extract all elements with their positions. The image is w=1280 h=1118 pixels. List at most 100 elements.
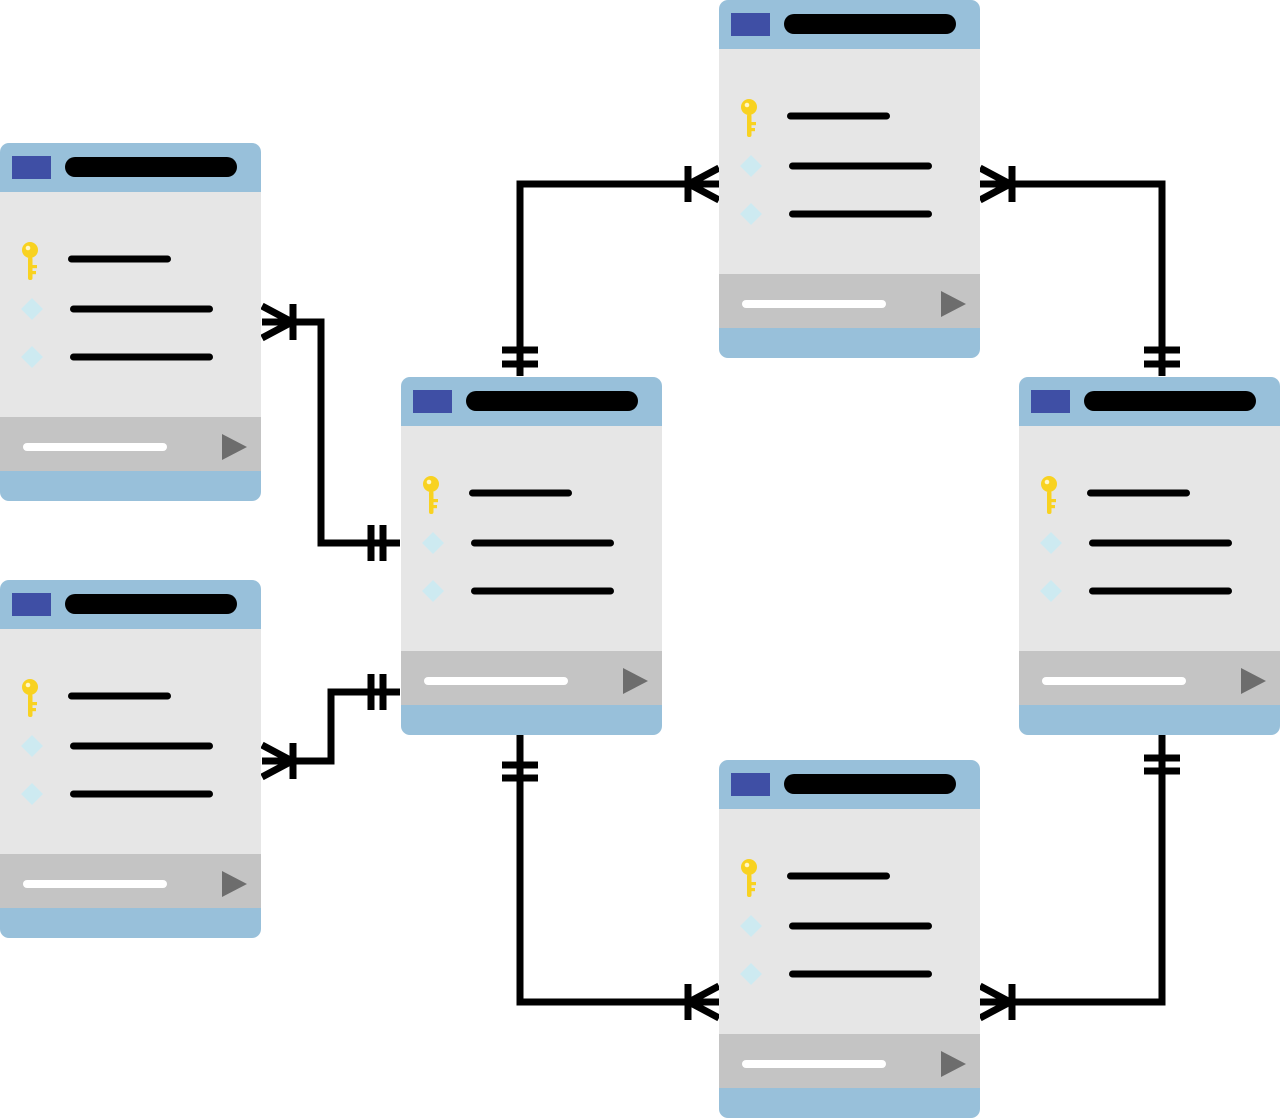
diamond-icon xyxy=(21,735,43,757)
one-or-many-marker xyxy=(687,998,721,1022)
table-title-bar xyxy=(466,391,638,411)
table-title-bar xyxy=(65,157,237,177)
one-or-many-marker xyxy=(687,164,721,188)
one-or-many-marker xyxy=(260,757,294,781)
table-field-row xyxy=(422,532,614,554)
field-line xyxy=(1089,539,1232,547)
one-or-many-marker xyxy=(978,982,1012,1006)
table-field-row xyxy=(740,155,932,177)
table-field-row xyxy=(423,476,572,514)
table-badge xyxy=(731,13,770,36)
key-icon xyxy=(22,242,38,280)
table-right xyxy=(1019,377,1280,735)
table-badge xyxy=(1031,390,1070,413)
field-line xyxy=(789,970,932,978)
connector-right-bottom-right xyxy=(980,735,1166,1006)
table-top-right xyxy=(719,0,980,358)
table-title-bar xyxy=(65,594,237,614)
table-badge xyxy=(12,156,51,179)
field-line xyxy=(469,489,572,497)
connector-center-left-bottom xyxy=(262,688,400,765)
relationship-connectors xyxy=(260,164,1180,1022)
field-line xyxy=(787,112,890,120)
diamond-icon xyxy=(1040,580,1062,602)
footer-line xyxy=(742,300,886,308)
footer-line xyxy=(424,677,568,685)
one-or-many-marker xyxy=(978,164,1012,188)
table-body xyxy=(401,426,662,651)
one-or-many-marker xyxy=(687,180,721,204)
table-left-top xyxy=(0,143,261,501)
field-line xyxy=(70,742,213,750)
table-title-bar xyxy=(1084,391,1256,411)
one-or-many-marker xyxy=(978,180,1012,204)
table-field-row xyxy=(740,203,932,225)
table-bottom-right xyxy=(719,760,980,1118)
table-body xyxy=(0,629,261,854)
play-icon[interactable] xyxy=(222,871,247,897)
table-field-row xyxy=(1040,532,1232,554)
footer-line xyxy=(23,880,167,888)
table-field-row xyxy=(21,735,213,757)
one-or-many-marker xyxy=(260,318,294,342)
table-badge xyxy=(731,773,770,796)
footer-line xyxy=(742,1060,886,1068)
table-body xyxy=(719,49,980,274)
play-icon[interactable] xyxy=(941,1051,966,1077)
diamond-icon xyxy=(21,783,43,805)
table-title-bar xyxy=(784,14,956,34)
field-line xyxy=(1089,587,1232,595)
table-badge xyxy=(12,593,51,616)
table-body xyxy=(719,809,980,1034)
field-line xyxy=(787,872,890,880)
table-body xyxy=(0,192,261,417)
field-line xyxy=(70,790,213,798)
field-line xyxy=(471,539,614,547)
connector-center-top-right xyxy=(516,180,719,376)
connector-center-bottom-right xyxy=(516,735,719,1006)
one-or-many-marker xyxy=(260,302,294,326)
field-line xyxy=(70,305,213,313)
table-field-row xyxy=(22,679,171,717)
diamond-icon xyxy=(422,532,444,554)
one-or-many-marker xyxy=(687,982,721,1006)
play-icon[interactable] xyxy=(623,668,648,694)
table-left-bottom xyxy=(0,580,261,938)
key-icon xyxy=(22,679,38,717)
table-field-row xyxy=(740,963,932,985)
table-field-row xyxy=(21,346,213,368)
diamond-icon xyxy=(21,298,43,320)
field-line xyxy=(68,255,171,263)
play-icon[interactable] xyxy=(222,434,247,460)
field-line xyxy=(789,210,932,218)
field-line xyxy=(789,162,932,170)
footer-line xyxy=(23,443,167,451)
footer-line xyxy=(1042,677,1186,685)
table-field-row xyxy=(21,298,213,320)
table-field-row xyxy=(1041,476,1190,514)
diamond-icon xyxy=(1040,532,1062,554)
diamond-icon xyxy=(422,580,444,602)
table-body xyxy=(1019,426,1280,651)
table-field-row xyxy=(422,580,614,602)
key-icon xyxy=(1041,476,1057,514)
one-or-many-marker xyxy=(978,998,1012,1022)
field-line xyxy=(1087,489,1190,497)
play-icon[interactable] xyxy=(1241,668,1266,694)
diamond-icon xyxy=(740,203,762,225)
key-icon xyxy=(741,859,757,897)
field-line xyxy=(70,353,213,361)
table-field-row xyxy=(1040,580,1232,602)
connector-center-left-top xyxy=(262,318,400,547)
field-line xyxy=(471,587,614,595)
table-field-row xyxy=(740,915,932,937)
diamond-icon xyxy=(740,155,762,177)
table-field-row xyxy=(22,242,171,280)
table-title-bar xyxy=(784,774,956,794)
play-icon[interactable] xyxy=(941,291,966,317)
diamond-icon xyxy=(740,915,762,937)
table-badge xyxy=(413,390,452,413)
diamond-icon xyxy=(740,963,762,985)
